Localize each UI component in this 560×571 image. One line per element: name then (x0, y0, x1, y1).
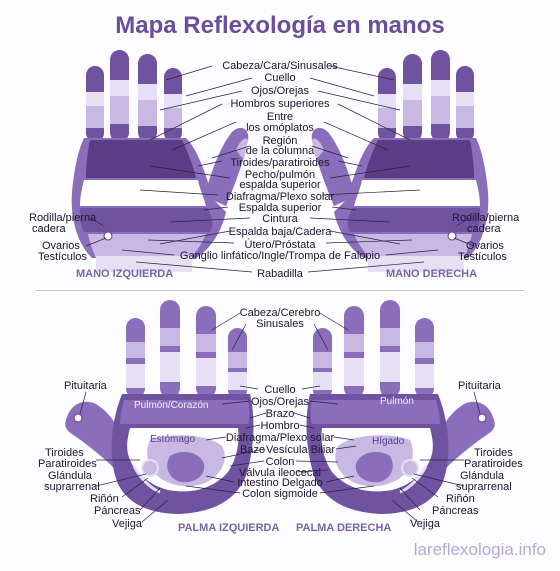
label-thyroid: Tiroides/paratiroides (230, 157, 330, 169)
watermark: lareflexologia.info (413, 540, 546, 559)
label-head-face-sinus: Cabeza/Cara/Sinusales (222, 60, 338, 72)
caption-left-hand: MANO IZQUIERDA (76, 268, 174, 280)
label-left-testicles: Testículos (38, 251, 87, 263)
label-left-pancreas: Páncreas (94, 505, 141, 517)
label-eyes-ears-palm: Ojos/Orejas (250, 396, 310, 408)
label-right-adrenal: Glándula (460, 470, 505, 482)
label-gallbladder: Vesícula Biliar (266, 444, 336, 456)
label-lung-heart: Pulmón/Corazón (134, 400, 209, 411)
label-neck-palm: Cuello (264, 384, 296, 396)
section-divider (36, 290, 524, 291)
label-liver: Hígado (372, 436, 405, 447)
label-ileocecal-valve: Válvula ileocecal (239, 467, 321, 479)
label-waist: Cintura (262, 213, 298, 225)
label-right-bladder: Vejiga (410, 518, 440, 530)
label-stomach: Estómago (150, 434, 196, 445)
label-arm: Brazo (265, 408, 295, 420)
label-right-pituitary: Pituitaria (458, 380, 501, 392)
label-neck: Cuello (264, 72, 296, 84)
caption-left-palm: PALMA IZQUIERDA (178, 522, 280, 534)
label-left-bladder: Vejiga (112, 518, 142, 530)
label-right-parathyroid: Paratiroides (464, 458, 523, 470)
label-left-adrenal-2: suprarrenal (44, 481, 100, 493)
label-lung: Pulmón (380, 396, 414, 407)
label-small-intestine: Intestino Delgado (237, 477, 323, 489)
label-left-knee-leg: Rodilla/pierna (29, 212, 97, 224)
caption-right-palm: PALMA DERECHA (296, 522, 392, 534)
label-eyes-ears: Ojos/Orejas (250, 85, 310, 97)
label-upper-back-1: espalda superior (239, 179, 321, 191)
label-left-hip: cadera (32, 223, 66, 235)
label-spine: de la columna (245, 145, 315, 157)
label-sigmoid-colon: Colon sigmoide (242, 488, 318, 500)
label-shoulder-blades: los omóplatos (246, 122, 314, 134)
label-upper-shoulders: Hombros superiores (230, 98, 330, 110)
label-chest-lung: Pecho/pulmón (244, 169, 316, 181)
label-left-adrenal: Glándula (48, 470, 93, 482)
label-diaphragm: Diafragma/Plexo solar (225, 191, 335, 203)
label-right-pancreas: Páncreas (432, 505, 479, 517)
label-diaphragm-palm: Diafragma/Plexo solar (225, 432, 335, 444)
label-right-hip: cadera (467, 223, 501, 235)
label-uterus-prostate: Útero/Próstata (244, 239, 316, 251)
label-left-kidney: Riñón (90, 493, 119, 505)
label-between: Entre (266, 111, 294, 123)
label-region: Región (262, 135, 298, 147)
caption-right-hand: MANO DERECHA (386, 268, 478, 280)
label-left-parathyroid: Paratiroides (38, 458, 97, 470)
label-sinus: Sinusales (256, 318, 304, 330)
label-right-testicles: Testículos (458, 251, 507, 263)
label-head-brain: Cabeza/Cerebro (239, 307, 321, 319)
label-colon: Colon (265, 456, 295, 468)
label-spleen: Bazo (240, 444, 266, 456)
label-left-ovaries: Ovarios (42, 240, 80, 252)
label-left-pituitary: Pituitaria (64, 380, 107, 392)
label-right-kidney: Riñón (446, 493, 475, 505)
label-upper-back-2: Espalda superior (238, 202, 322, 214)
label-lower-back-hip: Espalda baja/Cadera (228, 226, 332, 238)
label-right-knee-leg: Rodilla/pierna (452, 212, 520, 224)
label-left-thyroid: Tiroides (45, 447, 84, 459)
page-title: Mapa Reflexología en manos (115, 12, 445, 39)
label-right-thyroid: Tiroides (474, 447, 513, 459)
label-lymph-groin: Ganglio linfático/Ingle/Trompa de Falopi… (179, 250, 381, 262)
label-right-ovaries: Ovarios (466, 240, 504, 252)
label-shoulder: Hombro (260, 420, 300, 432)
label-tailbone: Rabadilla (257, 268, 303, 280)
label-right-adrenal-2: suprarrenal (456, 481, 512, 493)
